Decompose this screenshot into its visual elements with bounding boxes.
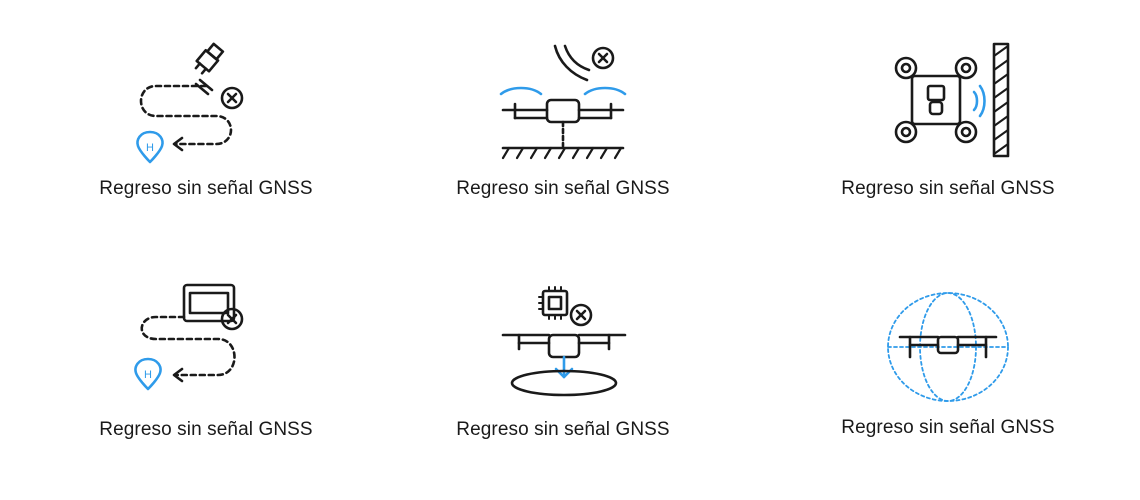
feature-label-4: Regreso sin señal GNSS bbox=[99, 419, 313, 440]
svg-text:H: H bbox=[146, 142, 154, 154]
drone-obstacle-sensing-icon bbox=[894, 42, 1010, 158]
omnidirectional-sensing-icon bbox=[887, 292, 1009, 402]
feature-label-5: Regreso sin señal GNSS bbox=[456, 419, 670, 440]
svg-text:H: H bbox=[144, 369, 152, 381]
feature-label-1: Regreso sin señal GNSS bbox=[99, 178, 313, 199]
satellite-lost-return-icon: H bbox=[136, 42, 244, 164]
drone-altitude-signal-lost-icon bbox=[499, 44, 627, 160]
feature-label-6: Regreso sin señal GNSS bbox=[841, 417, 1055, 438]
processor-failure-landing-icon bbox=[501, 286, 627, 397]
feature-label-2: Regreso sin señal GNSS bbox=[456, 178, 670, 199]
remote-controller-lost-return-icon: H bbox=[134, 283, 244, 391]
feature-label-3: Regreso sin señal GNSS bbox=[841, 178, 1055, 199]
